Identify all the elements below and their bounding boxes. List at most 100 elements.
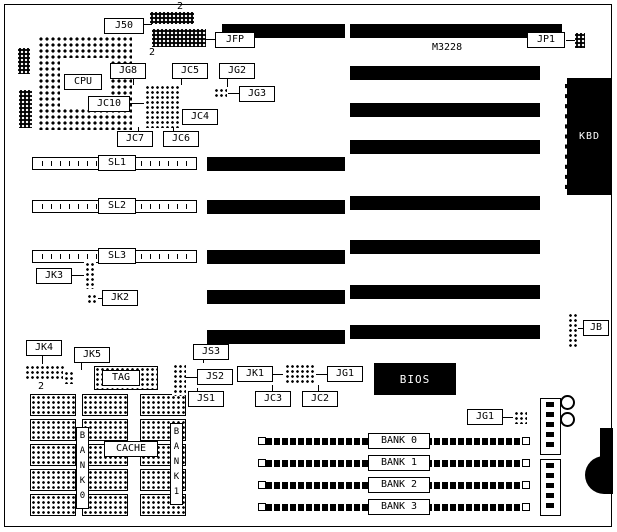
jc5-label: JC5: [172, 63, 208, 79]
cache-dip-socket: [82, 469, 128, 491]
leader-line: [578, 328, 583, 329]
leader-line: [81, 363, 82, 370]
jk4-connector: [24, 364, 66, 380]
isa-slot: [350, 240, 540, 254]
leader-line: [98, 298, 102, 299]
simm-end-tab: [522, 437, 530, 445]
model-number: M3228: [432, 42, 463, 53]
simm-end-tab: [258, 503, 266, 511]
isa-slot: [350, 103, 540, 117]
jk5-connector: [63, 370, 73, 384]
leader-line: [42, 356, 43, 364]
jg1-right-connector: [513, 410, 527, 424]
cache-dip-socket: [82, 394, 128, 416]
cache-label: CACHE: [104, 441, 158, 457]
isa-slot: [207, 200, 345, 214]
simm-bank0-label: BANK 0: [368, 433, 430, 449]
leader-line: [273, 374, 283, 375]
isa-slot: [350, 24, 562, 38]
leader-line: [144, 24, 152, 25]
cache-dip-socket: [30, 494, 76, 516]
isa-slot: [207, 250, 345, 264]
jg1-center-label: JG1: [327, 366, 363, 382]
leader-line: [318, 385, 319, 391]
jp1-connector: [575, 33, 585, 48]
isa-slot: [350, 285, 540, 299]
jc4-label: JC4: [182, 109, 218, 125]
jumper-block: [144, 84, 180, 128]
isa-slot: [207, 290, 345, 304]
leader-line: [566, 40, 575, 41]
leader-line: [173, 127, 174, 131]
pin2-marker-jfp: 2: [149, 47, 156, 58]
cache-dip-socket: [140, 394, 186, 416]
isa-slot: [350, 325, 540, 339]
leader-line: [228, 93, 239, 94]
kbd-connector: KBD: [565, 78, 612, 195]
simm-bank3-label: BANK 3: [368, 499, 430, 515]
js2-label: JS2: [197, 369, 233, 385]
isa-slot: [350, 66, 540, 80]
leader-line: [203, 360, 204, 363]
power-pins-2: [546, 463, 554, 513]
jg2-label: JG2: [219, 63, 255, 79]
simm-end-tab: [522, 459, 530, 467]
jg1-right-label: JG1: [467, 409, 503, 425]
din-connector-ring-2: [560, 412, 575, 427]
leader-line: [227, 79, 228, 87]
jc6-label: JC6: [163, 131, 199, 147]
din-connector-ring-1: [560, 395, 575, 410]
leader-line: [316, 374, 327, 375]
simm-bank1-label: BANK 1: [368, 455, 430, 471]
cache-dip-socket: [30, 469, 76, 491]
jb-connector: [567, 312, 578, 348]
jk1-jg1-connector: [284, 363, 316, 385]
leader-line: [72, 275, 84, 276]
leader-line: [197, 388, 198, 391]
isa-slot: [350, 196, 540, 210]
simm-end-tab: [258, 459, 266, 467]
isa-slot: [350, 140, 540, 154]
leader-line: [206, 39, 215, 40]
cache-dip-socket: [82, 419, 128, 441]
tag-label: TAG: [102, 370, 140, 386]
bios-chip: BIOS: [374, 363, 456, 395]
jc10-label: JC10: [88, 96, 130, 112]
simm-bank2-label: BANK 2: [368, 477, 430, 493]
j50-connector: [150, 12, 194, 24]
jk2-connector: [86, 293, 98, 304]
js1-label: JS1: [188, 391, 224, 407]
board-outline: [4, 4, 612, 527]
jfp-connector: [152, 29, 206, 47]
cache-dip-socket: [30, 444, 76, 466]
cache-bank0-label: B A N K 0: [76, 427, 89, 509]
simm-end-tab: [258, 437, 266, 445]
pin2-marker-top: 2: [177, 1, 184, 12]
jk2-label: JK2: [102, 290, 138, 306]
jk5-label: JK5: [74, 347, 110, 363]
jb-label: JB: [583, 320, 609, 336]
sl2-label: SL2: [98, 198, 136, 214]
jk1-label: JK1: [237, 366, 273, 382]
jk3-label: JK3: [36, 268, 72, 284]
j50-label: J50: [104, 18, 144, 34]
jc7-label: JC7: [117, 131, 153, 147]
jg2-connector: [213, 87, 227, 99]
js3-label: JS3: [193, 344, 229, 360]
jg3-label: JG3: [239, 86, 275, 102]
jk4-label: JK4: [26, 340, 62, 356]
cache-dip-socket: [30, 394, 76, 416]
jk3-connector: [84, 261, 96, 289]
leader-line: [503, 417, 513, 418]
power-pins-1: [546, 402, 554, 452]
edge-connector-round: [585, 456, 613, 494]
edge-connector: [600, 428, 613, 462]
cpu-label: CPU: [64, 74, 102, 90]
leader-line: [138, 127, 139, 131]
simm-end-tab: [258, 481, 266, 489]
left-edge-connector-1: [18, 48, 30, 74]
jg8-label: JG8: [110, 63, 146, 79]
simm-end-tab: [522, 481, 530, 489]
left-edge-connector-2: [19, 90, 32, 128]
sl3-label: SL3: [98, 248, 136, 264]
